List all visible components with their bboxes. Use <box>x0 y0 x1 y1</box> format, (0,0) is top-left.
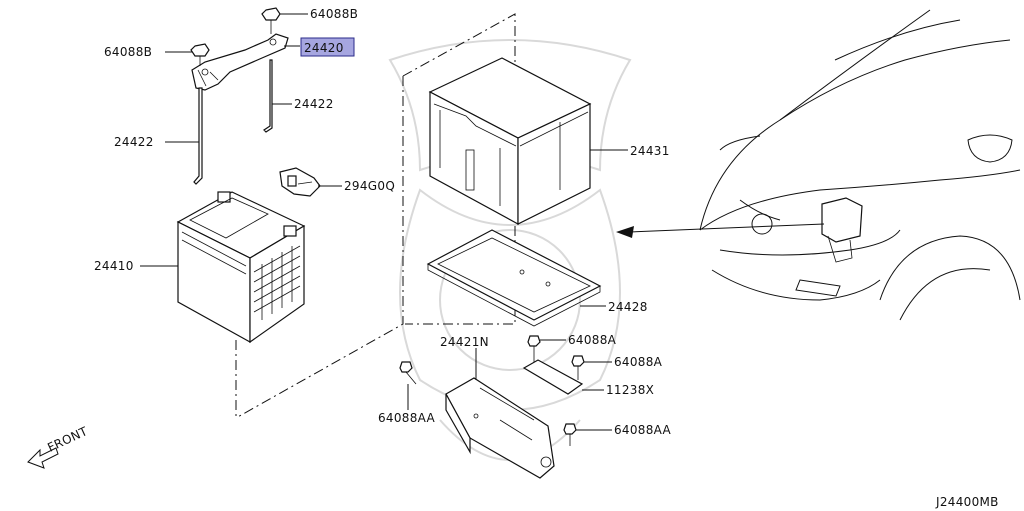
terminal-294g0q[interactable] <box>279 167 342 197</box>
label-11238x[interactable]: 11238X <box>606 383 654 397</box>
battery-box-24431[interactable] <box>428 57 628 226</box>
location-arrow <box>616 223 825 238</box>
label-64088aa-right[interactable]: 64088AA <box>614 423 672 437</box>
label-24410[interactable]: 24410 <box>94 259 134 273</box>
label-24422-left[interactable]: 24422 <box>114 135 154 149</box>
highlight-box <box>300 37 355 57</box>
nut-64088b-top[interactable] <box>261 7 281 34</box>
rod-24422-right[interactable] <box>263 59 273 133</box>
tray-24428[interactable] <box>426 229 606 327</box>
label-294g0q[interactable]: 294G0Q <box>344 179 395 193</box>
plate-11238x[interactable] <box>522 359 604 395</box>
bolt-64088aa-left[interactable] <box>399 361 417 410</box>
nut-64088b-left[interactable] <box>190 43 210 66</box>
label-24428[interactable]: 24428 <box>608 300 648 314</box>
bolt-64088aa-right[interactable] <box>563 423 612 446</box>
front-arrow-icon <box>27 447 59 469</box>
battery-24410[interactable] <box>140 191 306 344</box>
rod-24422-left[interactable] <box>193 87 203 185</box>
label-24420[interactable]: 24420 <box>304 41 344 55</box>
label-24431[interactable]: 24431 <box>630 144 670 158</box>
front-label: FRONT <box>45 424 90 455</box>
label-64088b-top[interactable]: 64088B <box>310 7 358 21</box>
label-64088aa-left[interactable]: 64088AA <box>378 411 436 425</box>
bolt-64088a-2[interactable] <box>571 355 612 380</box>
label-24421n[interactable]: 24421N <box>440 335 489 349</box>
diagram-code: J24400MB <box>935 495 999 509</box>
label-24422-right[interactable]: 24422 <box>294 97 334 111</box>
bracket-24421n[interactable] <box>445 348 555 479</box>
label-64088b-left[interactable]: 64088B <box>104 45 152 59</box>
label-64088a-2[interactable]: 64088A <box>614 355 663 369</box>
vehicle-front-view <box>699 9 1021 321</box>
label-64088a-1[interactable]: 64088A <box>568 333 617 347</box>
watermark <box>388 39 632 461</box>
leaders-top-left <box>165 13 308 143</box>
bolt-64088a-1[interactable] <box>527 335 566 362</box>
hold-down-frame[interactable] <box>191 33 289 91</box>
